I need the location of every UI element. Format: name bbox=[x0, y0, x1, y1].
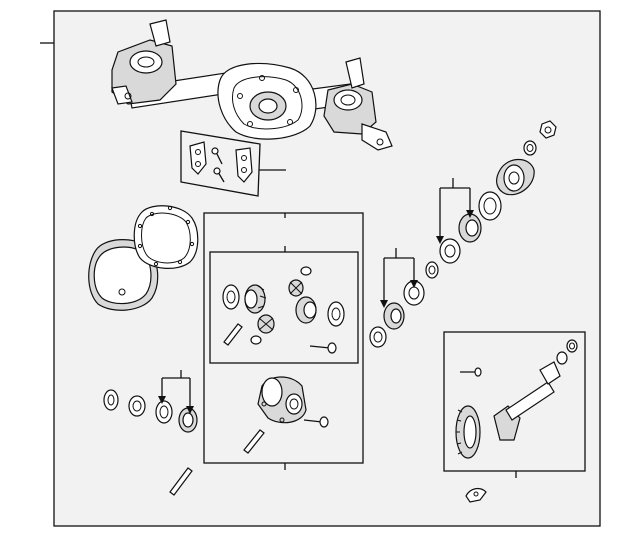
arrow-icon bbox=[466, 210, 474, 218]
bracket-box bbox=[180, 130, 261, 197]
side-gear-washer-icon[interactable] bbox=[222, 284, 240, 310]
brake-bracket-icon[interactable] bbox=[189, 141, 253, 183]
inner-bracket-line bbox=[383, 248, 415, 300]
pinion-bracket-line bbox=[439, 178, 471, 236]
ring-pinion-group bbox=[443, 331, 586, 478]
pinion-seal-icon[interactable] bbox=[478, 191, 502, 221]
axle-pin-icon[interactable] bbox=[169, 467, 193, 496]
axle-housing-icon[interactable] bbox=[111, 19, 393, 151]
spider-gear-icon[interactable] bbox=[244, 279, 317, 334]
pinion-flange-icon[interactable] bbox=[496, 158, 535, 196]
pinion-gear-icon[interactable] bbox=[493, 339, 578, 441]
ring-bolt-icon[interactable] bbox=[460, 367, 482, 377]
bearing-bracket-line bbox=[161, 370, 191, 406]
case-bolt-icon[interactable] bbox=[303, 416, 329, 428]
arrow-icon bbox=[410, 280, 418, 288]
arrow-icon bbox=[380, 300, 388, 308]
bracket-bolt-icon[interactable] bbox=[211, 147, 225, 183]
differential-outer-box bbox=[203, 212, 364, 464]
arrow-icon bbox=[186, 406, 194, 414]
arrow-icon bbox=[158, 396, 166, 404]
cross-shaft-icon[interactable] bbox=[243, 429, 265, 454]
pinion-shaft-icon[interactable] bbox=[223, 323, 243, 346]
pinion-bearing-icon[interactable] bbox=[439, 213, 482, 264]
pinion-bearing-group bbox=[369, 120, 557, 348]
brake-bracket-group bbox=[180, 130, 286, 197]
ring-pinion-box bbox=[443, 331, 586, 472]
arrow-icon bbox=[436, 236, 444, 244]
ring-gear-icon[interactable] bbox=[455, 405, 481, 459]
tapered-bearing-icon[interactable] bbox=[178, 407, 198, 433]
inner-bearing-icon[interactable] bbox=[369, 280, 425, 348]
nut-icon[interactable] bbox=[523, 120, 557, 156]
bearing-race-icon[interactable] bbox=[103, 389, 173, 424]
carrier-bearing-group bbox=[103, 370, 198, 433]
cover-gasket-icon[interactable] bbox=[133, 205, 199, 269]
clip-icon[interactable] bbox=[465, 487, 487, 503]
lock-bolt-icon[interactable] bbox=[309, 342, 337, 354]
spider-gear-box bbox=[209, 251, 359, 364]
thrust-washer-icon[interactable] bbox=[250, 266, 345, 345]
differential-assembly-group bbox=[203, 212, 364, 470]
shim-icon[interactable] bbox=[425, 261, 439, 279]
differential-case-icon[interactable] bbox=[257, 376, 307, 424]
